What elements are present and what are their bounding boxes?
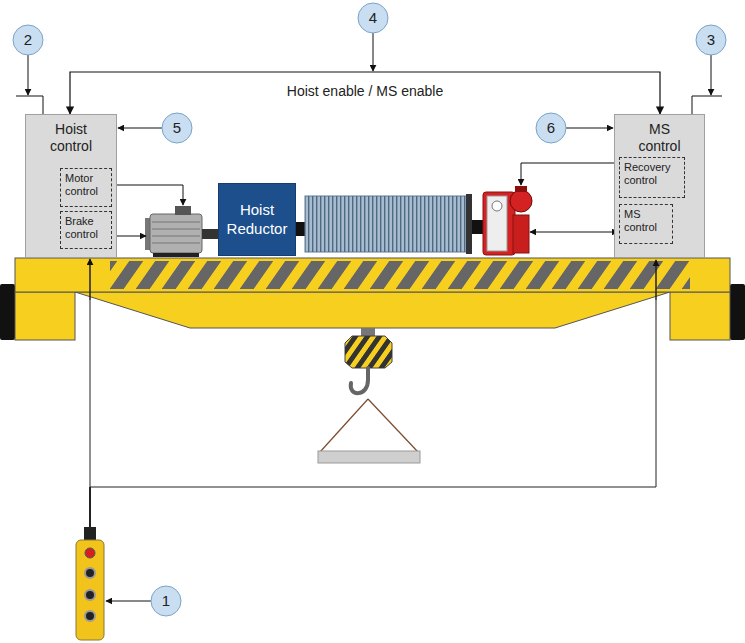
hook xyxy=(351,368,368,393)
function-box: Motor control xyxy=(60,168,112,207)
callout-circle xyxy=(151,586,181,616)
supply-line xyxy=(692,96,722,114)
recovery-motor xyxy=(510,190,532,212)
motor-fin xyxy=(152,229,200,230)
callout-number: 3 xyxy=(696,25,726,55)
callout-arrow xyxy=(711,55,712,95)
hook-assembly xyxy=(318,328,420,463)
callout-number: 4 xyxy=(358,3,388,33)
motor-fin xyxy=(152,236,200,237)
crane-girder xyxy=(0,258,745,340)
motor-signal xyxy=(111,185,183,205)
end-carriage xyxy=(15,292,75,340)
connector-label: Hoist enable / MS enable xyxy=(284,83,446,99)
box-label: Hoist control xyxy=(40,121,102,155)
pendant-control xyxy=(76,259,656,640)
hook-link xyxy=(361,328,375,336)
motor-shaft xyxy=(202,229,219,239)
box-label: MS control xyxy=(629,121,691,155)
callout-arrow xyxy=(373,33,374,71)
hazard-stripes xyxy=(110,261,690,289)
recovery-motor-cap xyxy=(515,186,527,192)
callout-arrow xyxy=(28,55,29,95)
pendant-cable xyxy=(90,262,656,487)
callout-circle xyxy=(696,25,726,55)
brake-caliper xyxy=(513,215,529,253)
ms-signal xyxy=(530,232,618,233)
girder-belly xyxy=(75,292,670,328)
stop-button xyxy=(85,548,95,558)
box-label: Recovery control xyxy=(624,161,680,187)
control-box: MS controlRecovery controlMS control xyxy=(614,114,705,258)
callout-arrow xyxy=(566,128,613,129)
callout-arrow xyxy=(118,128,162,129)
callout-circle xyxy=(358,3,388,33)
push-button xyxy=(85,590,95,600)
motor-fin xyxy=(152,222,200,223)
supply-line xyxy=(16,96,43,114)
push-button xyxy=(85,568,95,578)
brake-gauge xyxy=(492,201,502,211)
box-label: Motor control xyxy=(65,172,107,198)
pendant-body xyxy=(76,540,104,640)
callouts xyxy=(13,3,726,616)
reductor-box: Hoist Reductor xyxy=(218,183,296,256)
rope-drum xyxy=(305,196,467,252)
motor-fin xyxy=(152,243,200,244)
motor-terminal-box xyxy=(175,206,191,215)
motor-body xyxy=(150,214,202,253)
recovery-signal xyxy=(521,163,618,185)
function-box: Recovery control xyxy=(619,157,685,198)
pendant-cable xyxy=(89,487,91,528)
end-buffer xyxy=(730,284,745,340)
drum-shaft xyxy=(472,220,483,234)
push-button xyxy=(85,611,95,621)
motor-foot xyxy=(153,253,199,257)
control-box: Hoist controlMotor controlBrake control xyxy=(25,114,117,258)
cable-arrow xyxy=(656,260,657,300)
box-label: MS control xyxy=(624,208,668,234)
function-box: MS control xyxy=(619,204,673,244)
box-label: Hoist Reductor xyxy=(223,201,291,239)
callout-circle xyxy=(536,113,566,143)
callout-circle xyxy=(162,113,192,143)
enable-connector xyxy=(70,72,660,114)
callout-arrow xyxy=(106,601,151,602)
end-buffer xyxy=(0,284,15,340)
callout-number: 5 xyxy=(162,113,192,143)
pendant-collar xyxy=(84,527,96,541)
hook-block xyxy=(345,336,392,368)
hook-block-stripes xyxy=(345,336,392,368)
box-label: Brake control xyxy=(65,215,107,241)
girder-beam xyxy=(15,258,730,292)
callout-number: 6 xyxy=(536,113,566,143)
sling xyxy=(368,399,418,452)
brake-panel xyxy=(487,196,507,251)
hoist-machinery xyxy=(145,186,532,257)
drum-flange xyxy=(466,194,472,254)
load-bar xyxy=(318,451,420,463)
sling xyxy=(320,399,368,452)
rope-drum-coil xyxy=(305,196,467,252)
callout-circle xyxy=(13,25,43,55)
callout-number: 1 xyxy=(151,586,181,616)
function-box: Brake control xyxy=(60,211,112,249)
end-carriage xyxy=(670,292,730,340)
cable-arrow xyxy=(90,259,91,300)
callout-number: 2 xyxy=(13,25,43,55)
